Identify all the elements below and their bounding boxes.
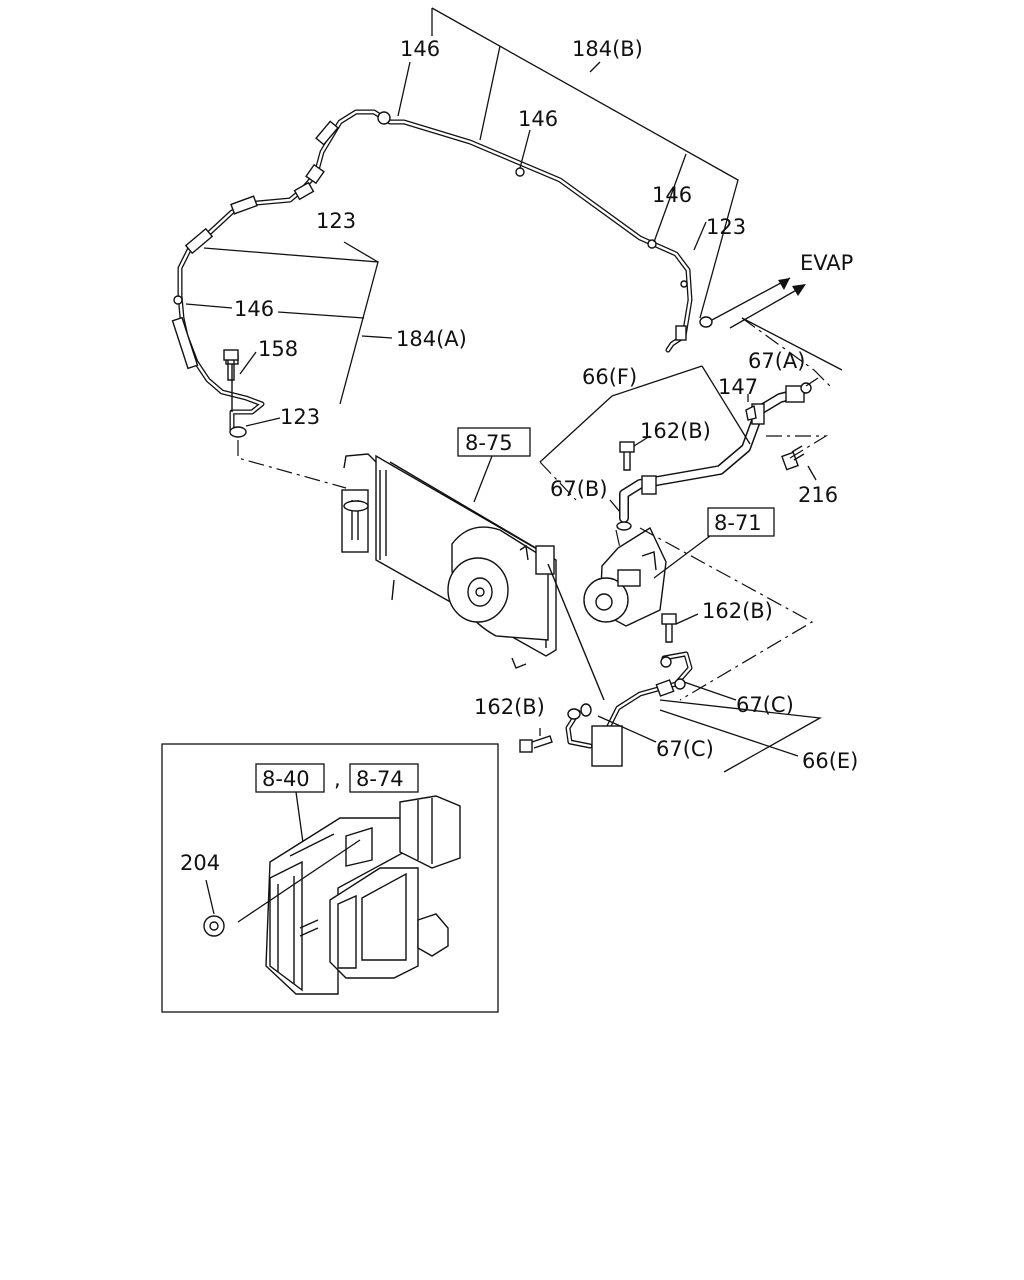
label-123-right: 123 <box>706 215 746 239</box>
evaporator-inset <box>161 743 499 1013</box>
evap-label: EVAP <box>800 251 853 275</box>
label-158: 158 <box>258 337 298 361</box>
label-184b: 184(B) <box>572 37 643 61</box>
bolt-162b-mid <box>661 613 677 643</box>
ref-8-74: 8-74 <box>356 767 404 791</box>
label-162b-1: 162(B) <box>640 419 711 443</box>
label-67a: 67(A) <box>748 349 805 373</box>
label-146-mid: 146 <box>518 107 558 131</box>
label-146-top: 146 <box>400 37 440 61</box>
condenser-assembly <box>341 453 605 701</box>
evap-direction-arrows: EVAP <box>711 251 853 329</box>
ref-8-40: 8-40 <box>262 767 310 791</box>
label-67c-1: 67(C) <box>736 693 794 717</box>
ref-box-8-75: 8-75 <box>457 427 531 457</box>
label-146-right: 146 <box>652 183 692 207</box>
label-216: 216 <box>798 483 838 507</box>
pipe-assembly-184 <box>177 109 693 433</box>
ref-8-75: 8-75 <box>465 431 513 455</box>
label-67b: 67(B) <box>550 477 608 501</box>
label-123-top: 123 <box>316 209 356 233</box>
bolt-162b-top <box>619 441 635 471</box>
label-123-left: 123 <box>280 405 320 429</box>
part-labels: 146 184(B) 146 146 123 123 146 184(A) 15… <box>180 37 858 875</box>
dashed-connection-pipe-receiver <box>237 440 347 489</box>
label-184a: 184(A) <box>396 327 467 351</box>
bolt-216 <box>781 445 805 471</box>
ref-separator: , <box>334 767 341 791</box>
label-162b-3: 162(B) <box>474 695 545 719</box>
label-204: 204 <box>180 851 220 875</box>
ref-box-8-71: 8-71 <box>707 507 775 537</box>
hose-66e <box>565 651 693 767</box>
ref-8-71: 8-71 <box>714 511 762 535</box>
hose-66f <box>616 382 812 531</box>
bolt-162b-low <box>519 735 553 753</box>
label-146-left: 146 <box>234 297 274 321</box>
label-66f: 66(F) <box>582 365 637 389</box>
label-162b-2: 162(B) <box>702 599 773 623</box>
label-147: 147 <box>718 375 758 399</box>
bolt-158 <box>223 349 239 381</box>
label-66e: 66(E) <box>802 749 858 773</box>
leader-lines-top <box>185 7 739 427</box>
label-67c-2: 67(C) <box>656 737 714 761</box>
leader-lines-middle <box>539 317 843 773</box>
compressor-assembly <box>583 526 719 627</box>
